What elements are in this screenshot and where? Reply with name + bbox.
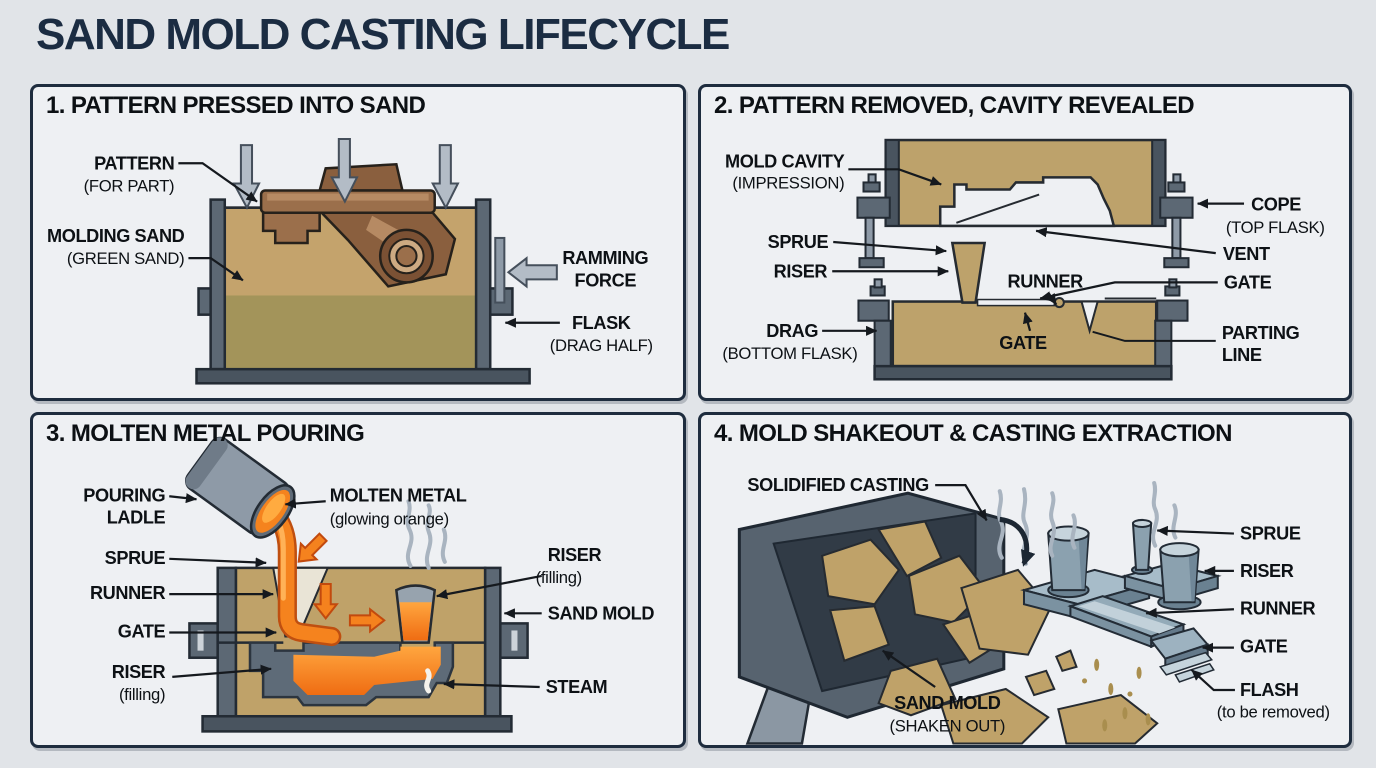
leader-gate-right <box>1039 281 1218 302</box>
leader-pattern <box>178 162 258 203</box>
steam-in-mold <box>424 668 432 694</box>
label-drag-sub: (BOTTOM FLASK) <box>722 344 857 363</box>
tumble-arrow-icon <box>999 516 1036 567</box>
panel-metal-pouring: 3. MOLTEN METAL POURING <box>30 412 686 748</box>
label-sand-mold: SAND MOLD <box>548 603 655 623</box>
leader-molten-metal <box>284 498 326 509</box>
label-riser-right: RISER <box>548 545 602 565</box>
pattern-illustration <box>259 162 457 288</box>
label-cope-sub: (TOP FLASK) <box>1226 218 1325 237</box>
label-gate-center: GATE <box>999 333 1047 353</box>
label-gate-right: GATE <box>1224 272 1272 292</box>
leader-pouring-ladle <box>169 493 198 504</box>
label-riser-right-sub: (filling) <box>536 568 582 587</box>
leader-parting-line <box>1092 330 1216 342</box>
sand-chunks <box>820 520 1159 745</box>
drag-flask-illustration <box>857 241 1189 381</box>
leader-runner <box>1145 607 1234 618</box>
label-pouring-2: LADLE <box>107 507 166 527</box>
mold-cavity-filling <box>248 584 455 707</box>
panel3-illustration: POURING LADLE MOLTEN METAL (glowing oran… <box>83 436 655 733</box>
leader-riser-left <box>172 664 272 679</box>
panel4-header: 4. MOLD SHAKEOUT & CASTING EXTRACTION <box>714 420 1232 447</box>
steam-wisps <box>405 499 448 694</box>
cope-flask-illustration <box>884 138 1167 228</box>
label-flash: FLASH <box>1240 680 1299 700</box>
label-flask-sub: (DRAG HALF) <box>550 336 653 355</box>
cope-clamp-bolts <box>856 173 1194 269</box>
label-sprue: SPRUE <box>1240 524 1301 544</box>
label-runner: RUNNER <box>1240 598 1316 618</box>
label-riser-left-sub: (filling) <box>119 685 165 704</box>
label-gate: GATE <box>1240 637 1288 657</box>
label-sand-mold-sub: (SHAKEN OUT) <box>889 716 1005 735</box>
label-flash-sub: (to be removed) <box>1217 702 1330 721</box>
leader-flash <box>1190 669 1235 692</box>
label-drag: DRAG <box>766 321 818 341</box>
label-runner: RUNNER <box>1008 271 1084 291</box>
label-riser: RISER <box>774 261 828 281</box>
ramming-force-arrow-icon <box>494 236 558 304</box>
label-ramming-1: RAMMING <box>562 248 648 268</box>
pouring-ladle-illustration <box>184 436 296 539</box>
page-title: SAND MOLD CASTING LIFECYCLE <box>36 10 730 59</box>
label-molten-metal-sub: (glowing orange) <box>330 509 449 528</box>
panel2-illustration: MOLD CAVITY (IMPRESSION) SPRUE RISER DRA… <box>722 138 1325 381</box>
label-riser: RISER <box>1240 561 1294 581</box>
label-cope: COPE <box>1251 195 1301 215</box>
label-gate: GATE <box>118 622 166 642</box>
leader-vent <box>1035 227 1216 255</box>
label-molding-sand: MOLDING SAND <box>47 226 185 246</box>
label-mold-cavity: MOLD CAVITY <box>725 151 845 171</box>
label-pattern: PATTERN <box>94 153 174 173</box>
leader-solidified-casting <box>935 484 988 522</box>
label-pouring-1: POURING <box>83 485 165 505</box>
label-pattern-sub: (FOR PART) <box>84 177 175 196</box>
label-vent: VENT <box>1223 244 1270 264</box>
panel2-header: 2. PATTERN REMOVED, CAVITY REVEALED <box>714 92 1195 119</box>
label-riser-left: RISER <box>112 662 166 682</box>
solidified-casting-illustration <box>1020 518 1222 683</box>
panel-cavity-revealed: 2. PATTERN REMOVED, CAVITY REVEALED <box>698 84 1352 401</box>
label-molding-sand-sub: (GREEN SAND) <box>67 249 184 268</box>
flow-arrow-icons <box>297 532 386 634</box>
leader-gate-center <box>1022 312 1033 332</box>
falling-sand-grains <box>1082 658 1151 732</box>
label-sprue: SPRUE <box>768 232 829 252</box>
label-parting-1: PARTING <box>1222 323 1300 343</box>
label-molten-metal: MOLTEN METAL <box>330 485 467 505</box>
label-runner: RUNNER <box>90 583 166 603</box>
leader-mold-cavity <box>848 168 942 186</box>
leader-sprue <box>169 557 267 568</box>
panel-shakeout-extraction: 4. MOLD SHAKEOUT & CASTING EXTRACTION <box>698 412 1352 748</box>
label-flask: FLASK <box>572 313 631 333</box>
leader-sprue <box>833 240 947 256</box>
panel1-illustration: PATTERN (FOR PART) MOLDING SAND (GREEN S… <box>47 138 653 385</box>
label-steam: STEAM <box>546 677 608 697</box>
label-sprue: SPRUE <box>105 548 166 568</box>
leader-sand-mold <box>882 649 936 688</box>
leader-sprue <box>1156 525 1234 537</box>
label-parting-2: LINE <box>1222 345 1262 365</box>
leader-molding-sand <box>188 257 244 282</box>
leader-riser-right <box>436 574 542 600</box>
panel3-header: 3. MOLTEN METAL POURING <box>46 420 365 447</box>
label-mold-cavity-sub: (IMPRESSION) <box>732 174 844 193</box>
panel4-illustration: SOLIDIFIED CASTING SPRUE RISER RUNNER GA… <box>737 475 1330 745</box>
label-ramming-2: FORCE <box>575 270 637 290</box>
panel1-header: 1. PATTERN PRESSED INTO SAND <box>46 92 426 119</box>
label-sand-mold: SAND MOLD <box>894 693 1001 713</box>
panel-pattern-pressed: 1. PATTERN PRESSED INTO SAND <box>30 84 686 401</box>
leader-steam <box>443 679 540 690</box>
label-solidified-casting: SOLIDIFIED CASTING <box>747 475 928 495</box>
